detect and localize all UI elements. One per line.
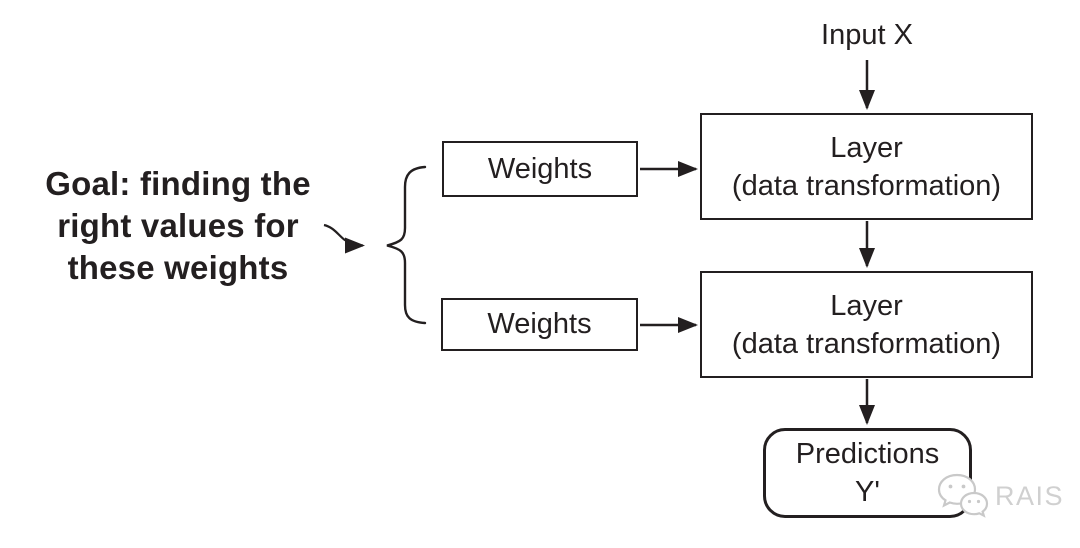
layer1-title: Layer — [830, 131, 903, 164]
goal-pointer-arrow — [323, 223, 365, 254]
weights-bottom-label: Weights — [487, 308, 592, 340]
wechat-icon — [937, 473, 989, 518]
watermark: RAIS — [936, 472, 1064, 520]
layer2-box: Layer (data transformation) — [700, 271, 1033, 378]
weights-top-label: Weights — [487, 152, 593, 185]
predictions-line-2: Y' — [855, 476, 880, 508]
goal-annotation: Goal: finding the right values for these… — [28, 163, 328, 289]
weights-bottom-box: Weights — [441, 298, 638, 351]
input-x-label: Input X — [821, 19, 913, 51]
goal-line-2: right values for — [57, 207, 299, 244]
goal-line-1: Goal: finding the — [45, 165, 311, 202]
goal-line-3: these weights — [67, 249, 289, 286]
curly-brace — [386, 165, 427, 325]
predictions-box: Predictions Y' — [763, 428, 972, 518]
layer1-box: Layer (data transformation) — [700, 113, 1033, 220]
predictions-line-1: Predictions — [795, 438, 940, 470]
weights-top-box: Weights — [442, 141, 638, 197]
layer2-subtitle: (data transformation) — [731, 327, 1002, 360]
watermark-text: RAIS — [995, 480, 1065, 511]
layer2-title: Layer — [830, 289, 903, 322]
layer1-subtitle: (data transformation) — [731, 169, 1002, 202]
